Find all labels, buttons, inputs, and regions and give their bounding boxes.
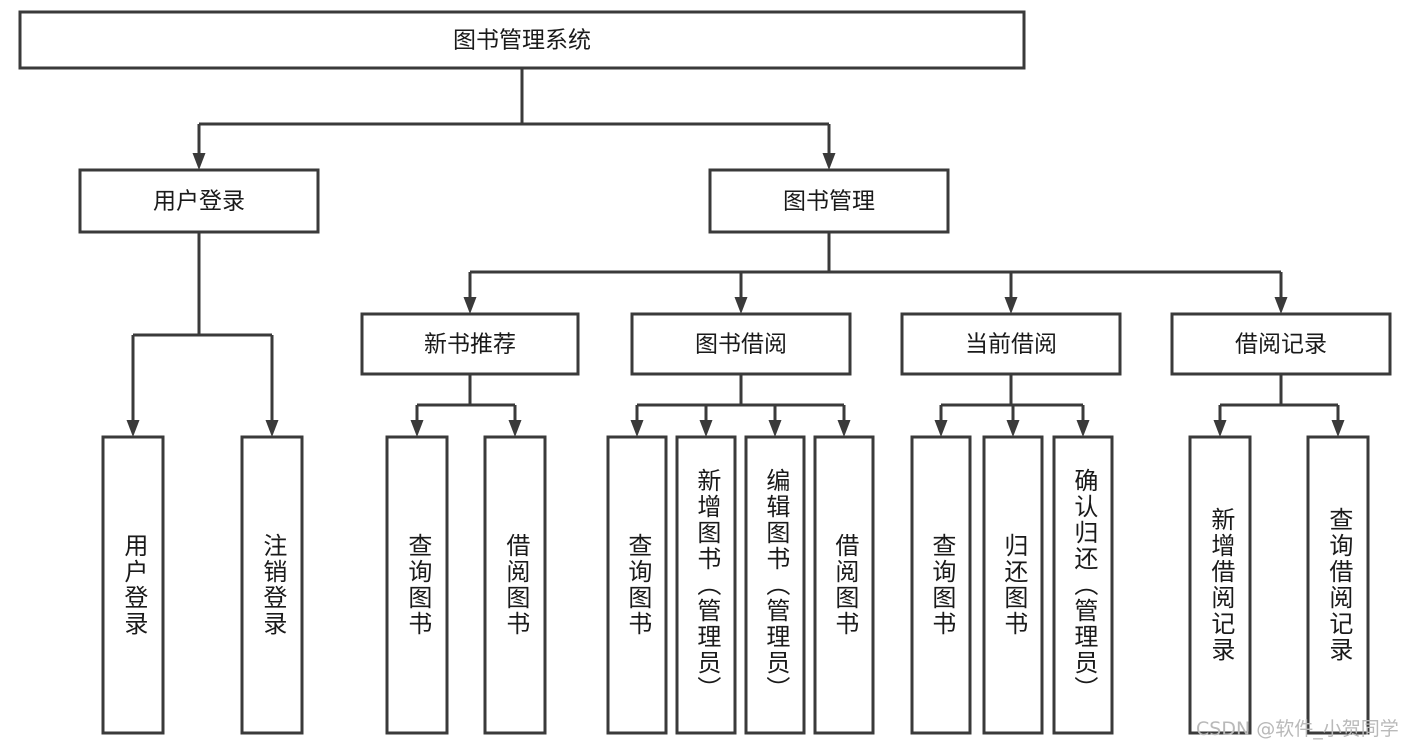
arrow-head-icon <box>508 420 522 437</box>
node-label-new-book-recommend: 新书推荐 <box>424 332 516 358</box>
leaf-box-leaf-query-book-3[interactable] <box>910 435 972 735</box>
node-box-borrow-records[interactable] <box>1170 312 1392 376</box>
leaf-box-leaf-add-book[interactable] <box>675 435 737 735</box>
leaf-box-leaf-query-book-2[interactable] <box>606 435 668 735</box>
boxes-layer <box>18 10 1392 735</box>
connector-arrow <box>822 124 836 170</box>
arrow-head-icon <box>630 420 644 437</box>
leaf-box-leaf-query-record[interactable] <box>1306 435 1370 735</box>
node-box-user-login[interactable] <box>78 168 320 234</box>
connector-arrow <box>837 405 851 437</box>
arrow-head-icon <box>837 420 851 437</box>
node-label-borrow-records: 借阅记录 <box>1235 332 1327 358</box>
arrow-head-icon <box>1213 420 1227 437</box>
connector-arrow <box>734 272 748 314</box>
leaf-box-leaf-borrow-book-2[interactable] <box>813 435 875 735</box>
node-label-current-borrow: 当前借阅 <box>965 332 1057 358</box>
connector-arrow <box>192 124 206 170</box>
arrow-head-icon <box>1076 420 1090 437</box>
arrow-head-icon <box>1004 297 1018 314</box>
connector-arrow <box>1006 405 1020 437</box>
arrow-head-icon <box>192 153 206 170</box>
node-box-book-borrow[interactable] <box>630 312 852 376</box>
connector-arrow <box>699 405 713 437</box>
arrow-head-icon <box>699 420 713 437</box>
connector-arrow <box>410 405 424 437</box>
connector-arrow <box>1004 272 1018 314</box>
connector-arrow <box>768 405 782 437</box>
connector-arrow <box>1274 272 1288 314</box>
leaf-box-leaf-borrow-book-1[interactable] <box>483 435 547 735</box>
arrow-head-icon <box>768 420 782 437</box>
arrow-head-icon <box>734 297 748 314</box>
arrow-head-icon <box>1274 297 1288 314</box>
arrow-head-icon <box>265 420 279 437</box>
node-label-user-login: 用户登录 <box>153 189 245 215</box>
arrow-head-icon <box>126 420 140 437</box>
connector-arrow <box>630 405 644 437</box>
node-box-root[interactable] <box>18 10 1026 70</box>
node-label-root: 图书管理系统 <box>453 28 591 54</box>
connector-arrow <box>265 335 279 437</box>
leaf-box-leaf-confirm-return[interactable] <box>1052 435 1114 735</box>
connector-arrow <box>934 405 948 437</box>
node-box-book-management[interactable] <box>708 168 950 234</box>
leaf-box-leaf-add-record[interactable] <box>1188 435 1252 735</box>
connector-arrow <box>126 335 140 437</box>
connector-arrow <box>1213 405 1227 437</box>
connector-arrow <box>463 272 477 314</box>
node-label-book-borrow: 图书借阅 <box>695 332 787 358</box>
leaf-box-leaf-user-login[interactable] <box>101 435 165 735</box>
arrow-head-icon <box>410 420 424 437</box>
connectors-layer <box>126 68 1345 437</box>
leaf-box-leaf-edit-book[interactable] <box>744 435 806 735</box>
node-label-book-management: 图书管理 <box>783 189 875 215</box>
connector-arrow <box>508 405 522 437</box>
node-box-current-borrow[interactable] <box>900 312 1122 376</box>
connector-arrow <box>1331 405 1345 437</box>
leaf-box-leaf-return-book[interactable] <box>982 435 1044 735</box>
csdn-watermark: CSDN @软件_小贺同学 <box>1196 718 1399 740</box>
leaf-box-leaf-query-book-1[interactable] <box>385 435 449 735</box>
node-box-new-book-recommend[interactable] <box>360 312 580 376</box>
connector-arrow <box>1076 405 1090 437</box>
arrow-head-icon <box>822 153 836 170</box>
arrow-head-icon <box>934 420 948 437</box>
arrow-head-icon <box>1331 420 1345 437</box>
arrow-head-icon <box>463 297 477 314</box>
leaf-box-leaf-logout[interactable] <box>240 435 304 735</box>
arrow-head-icon <box>1006 420 1020 437</box>
